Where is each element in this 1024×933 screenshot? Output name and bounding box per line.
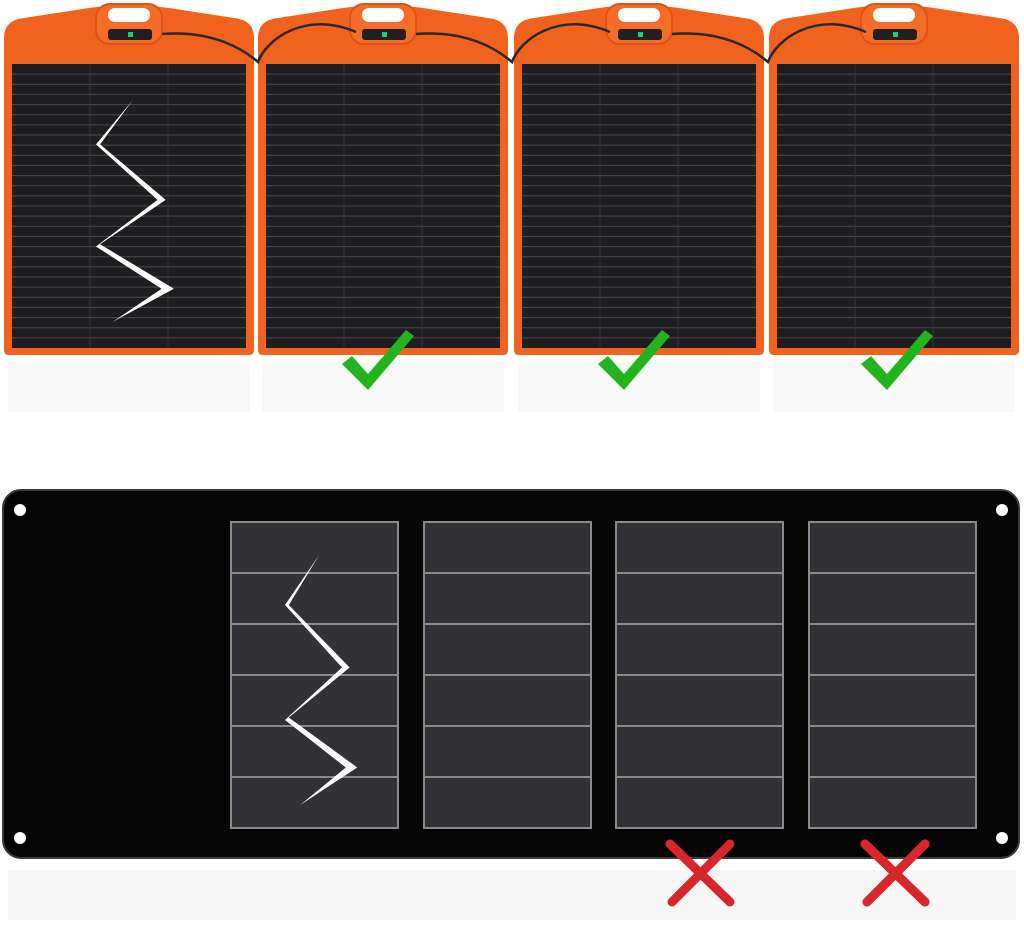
- grommet-hole: [14, 504, 26, 516]
- top-row-panels: [4, 3, 1019, 412]
- connection-cable: [415, 23, 611, 65]
- solar-panel: [4, 3, 254, 412]
- bottom-row-panel: [2, 489, 1020, 920]
- grommet-hole: [996, 832, 1008, 844]
- grommet-hole: [14, 832, 26, 844]
- handle-opening: [108, 8, 150, 22]
- solar-module: [423, 521, 735, 907]
- cross-stroke: [862, 839, 930, 907]
- solar-module: [808, 521, 977, 907]
- display-indicator: [128, 32, 133, 37]
- check-icon: [861, 330, 933, 390]
- panel-reflection: [8, 362, 250, 412]
- solar-panel: [258, 3, 508, 412]
- handle-opening: [362, 8, 404, 22]
- display-indicator: [382, 32, 387, 37]
- check-icon: [598, 330, 670, 390]
- handle-opening: [618, 8, 660, 22]
- solar-panel: [769, 3, 1019, 412]
- check-icon: [342, 330, 414, 390]
- display-indicator: [893, 32, 898, 37]
- handle-opening: [873, 8, 915, 22]
- cross-icon: [665, 839, 735, 907]
- connection-cable: [161, 23, 357, 65]
- solar-module: [615, 521, 930, 907]
- grommet-hole: [996, 504, 1008, 516]
- cross-icon: [860, 839, 930, 907]
- solar-module: [230, 521, 399, 829]
- cross-stroke: [667, 839, 735, 907]
- display-indicator: [638, 32, 643, 37]
- panel-reflection: [8, 870, 1016, 920]
- solar-panel: [514, 3, 764, 412]
- connection-cable: [671, 23, 867, 65]
